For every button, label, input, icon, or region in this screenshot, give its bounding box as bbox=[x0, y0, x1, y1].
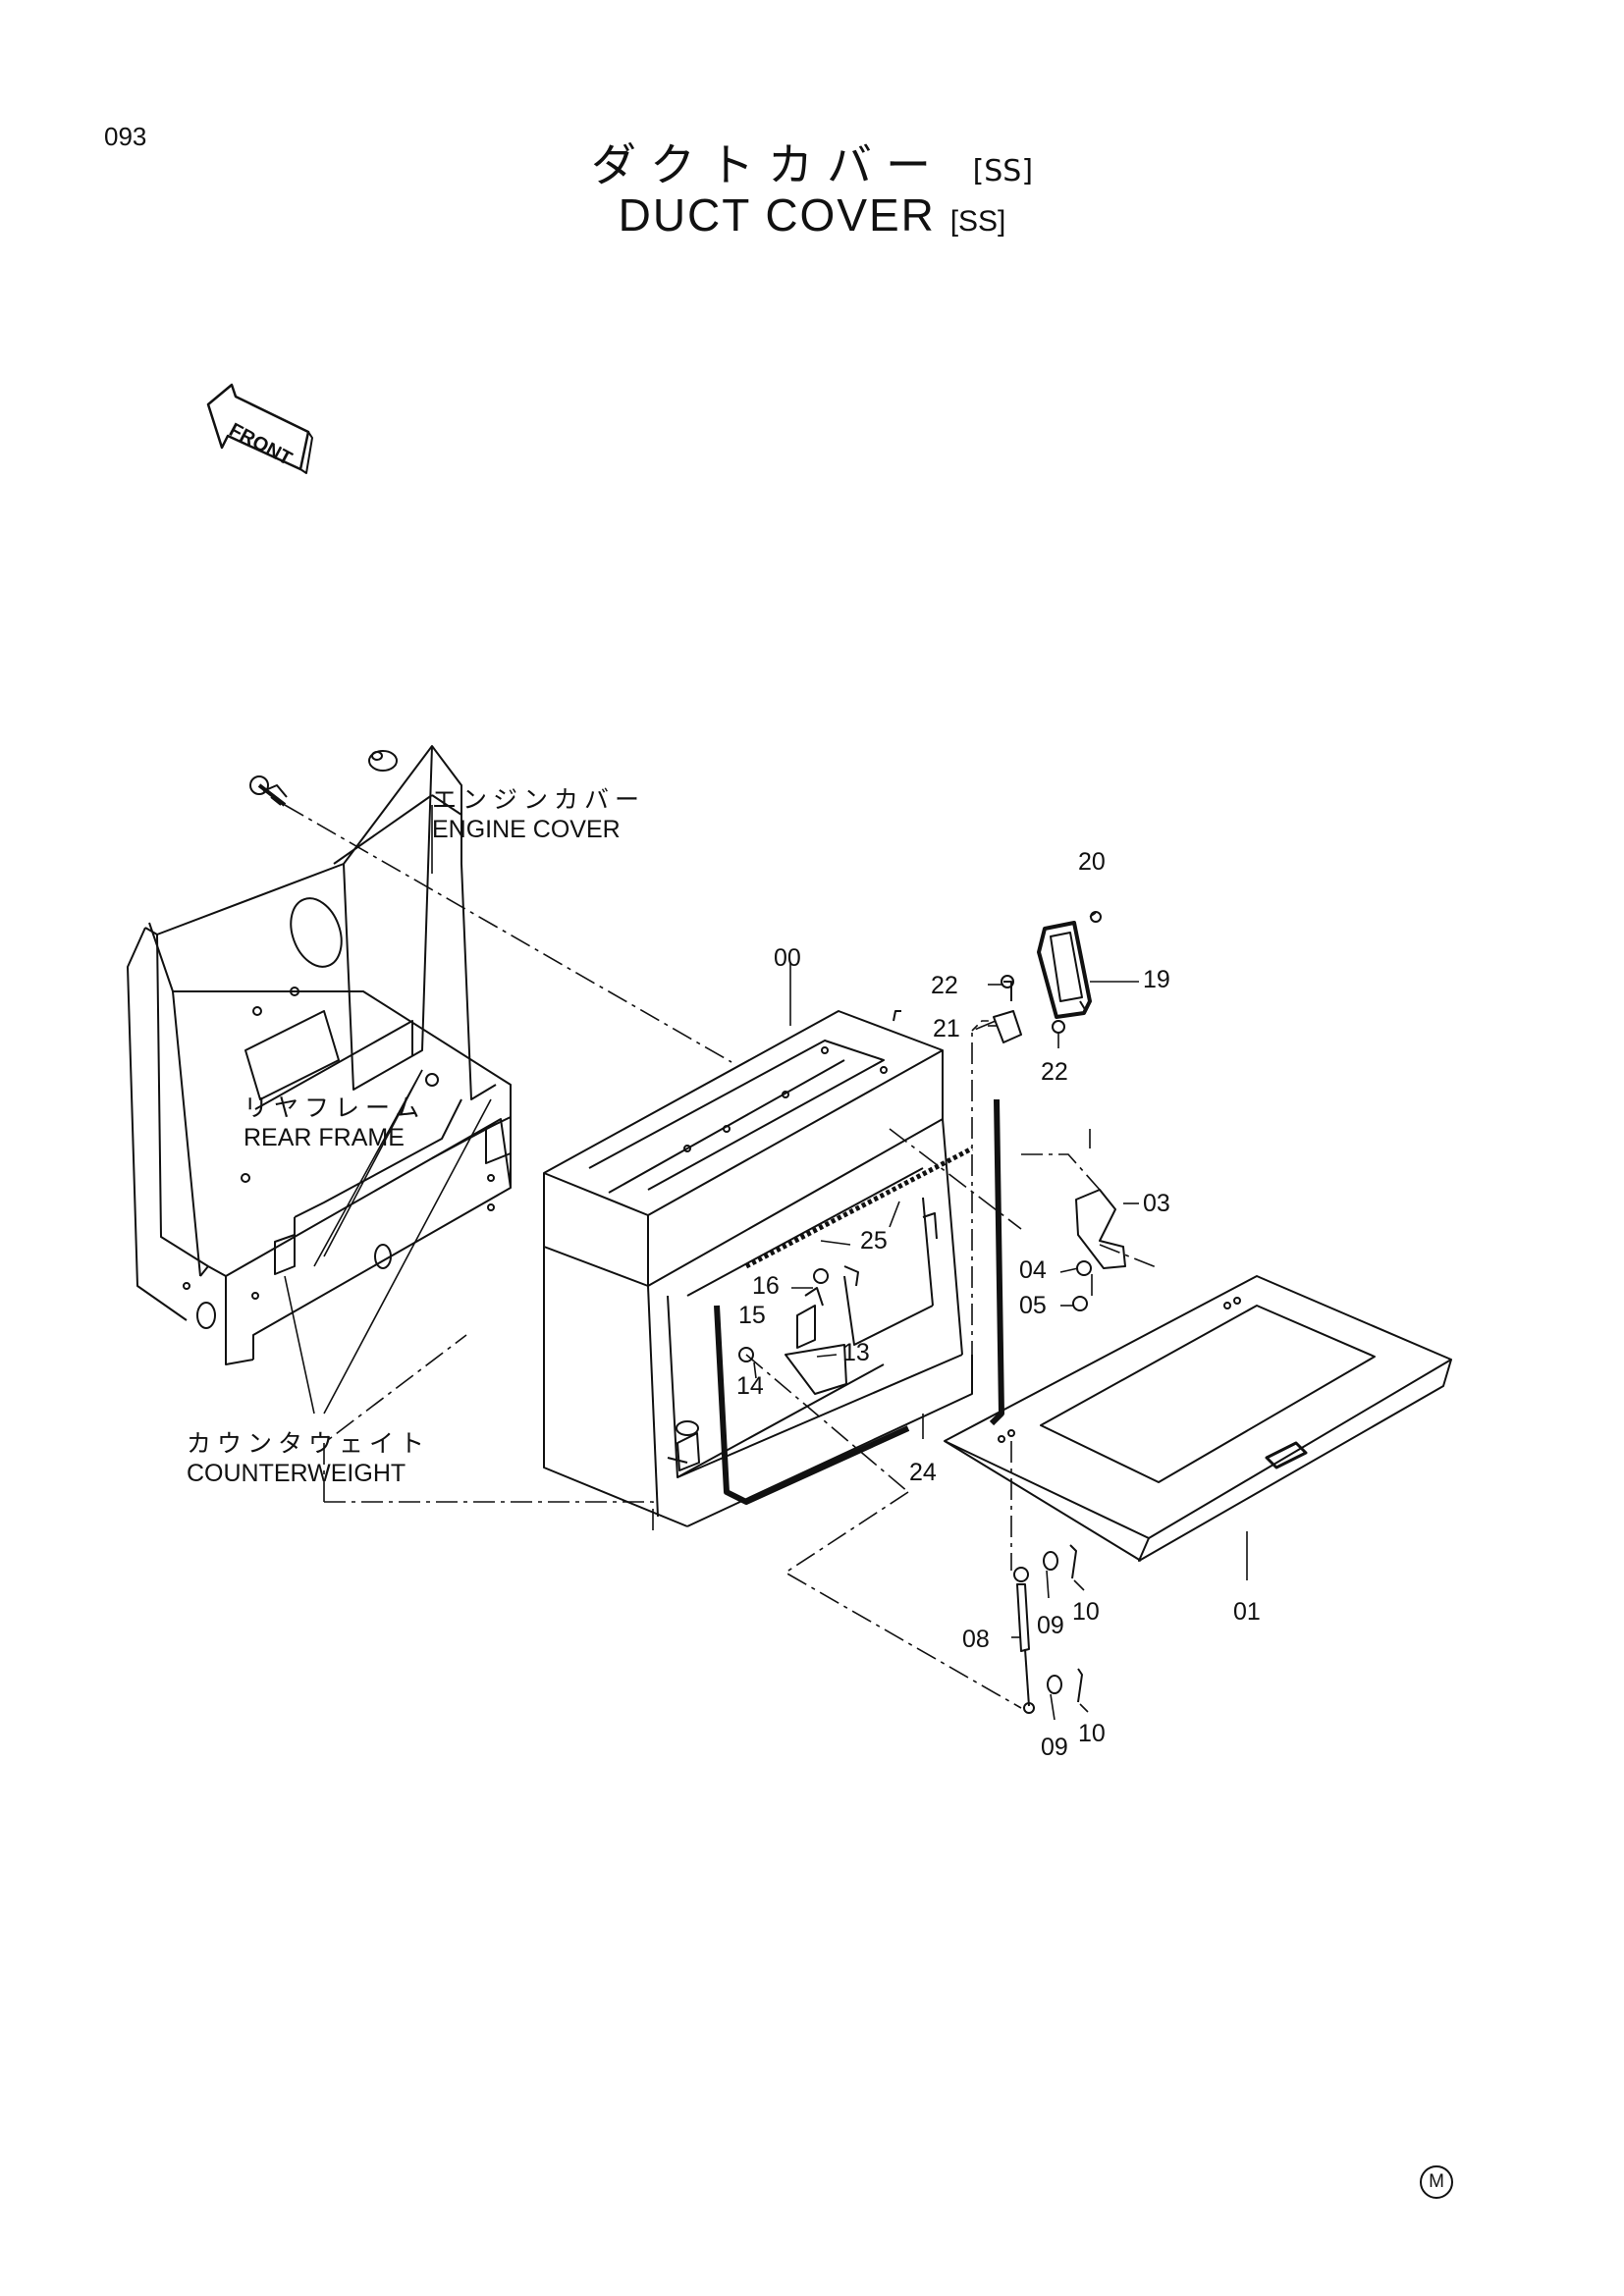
handle-parts-drawing bbox=[993, 911, 1102, 1043]
latch-parts-drawing bbox=[738, 1212, 938, 1395]
part-number-00: 00 bbox=[774, 944, 801, 972]
title-japanese-main: ダクトカバー bbox=[590, 138, 945, 191]
part-number-25: 25 bbox=[860, 1227, 888, 1255]
front-arrow-label: FRONT bbox=[226, 419, 296, 470]
seal-parts-drawing bbox=[714, 1098, 1004, 1505]
part-number-09-upper: 09 bbox=[1037, 1612, 1064, 1639]
label-counterweight: カウンタウェイト COUNTERWEIGHT bbox=[187, 1429, 430, 1488]
part-number-10-upper: 10 bbox=[1072, 1598, 1100, 1626]
label-counterweight-jp: カウンタウェイト bbox=[187, 1429, 431, 1458]
label-rear-frame-en: REAR FRAME bbox=[244, 1124, 405, 1151]
bolt-drawing bbox=[249, 775, 287, 807]
title-japanese-suffix: [SS] bbox=[972, 154, 1034, 188]
part-number-21: 21 bbox=[933, 1015, 960, 1042]
part-number-09-lower: 09 bbox=[1041, 1734, 1068, 1761]
rear-frame-drawing bbox=[127, 745, 512, 1365]
part-number-05: 05 bbox=[1019, 1292, 1047, 1319]
part-number-13: 13 bbox=[842, 1339, 870, 1366]
part-number-14: 14 bbox=[736, 1372, 764, 1400]
part-number-04: 04 bbox=[1019, 1256, 1047, 1284]
duct-cover-box-drawing bbox=[543, 1010, 973, 1527]
gas-spring-parts-drawing bbox=[1013, 1544, 1083, 1714]
label-rear-frame-jp: リヤフレーム bbox=[244, 1094, 426, 1122]
part-number-10-lower: 10 bbox=[1078, 1720, 1106, 1747]
part-number-15: 15 bbox=[738, 1302, 766, 1329]
front-arrow-icon: FRONT bbox=[206, 383, 313, 474]
part-number-19: 19 bbox=[1143, 966, 1170, 993]
label-engine-cover-jp: エンジンカバー bbox=[432, 785, 646, 814]
title-japanese: ダクトカバー [SS] bbox=[0, 130, 1624, 194]
part-number-03: 03 bbox=[1143, 1190, 1170, 1217]
label-rear-frame: リヤフレーム REAR FRAME bbox=[244, 1094, 425, 1152]
title-english-suffix: [SS] bbox=[949, 205, 1006, 238]
m-mark-icon: M bbox=[1420, 2165, 1453, 2199]
page-number: 093 bbox=[104, 122, 147, 151]
lid-01-drawing bbox=[944, 1275, 1452, 1562]
bracket-03-drawing bbox=[1072, 1189, 1126, 1311]
title-english: DUCT COVER [SS] bbox=[0, 188, 1624, 241]
part-number-16: 16 bbox=[752, 1272, 780, 1300]
part-number-01: 01 bbox=[1233, 1598, 1261, 1626]
label-engine-cover-en: ENGINE COVER bbox=[432, 816, 621, 843]
label-engine-cover: エンジンカバー ENGINE COVER bbox=[432, 785, 645, 844]
part-number-24: 24 bbox=[909, 1459, 937, 1486]
title-english-main: DUCT COVER bbox=[618, 189, 936, 240]
part-number-22-upper: 22 bbox=[931, 972, 958, 999]
part-number-20: 20 bbox=[1078, 848, 1106, 876]
label-counterweight-en: COUNTERWEIGHT bbox=[187, 1460, 406, 1487]
part-number-08: 08 bbox=[962, 1626, 990, 1653]
part-number-22-lower: 22 bbox=[1041, 1058, 1068, 1086]
